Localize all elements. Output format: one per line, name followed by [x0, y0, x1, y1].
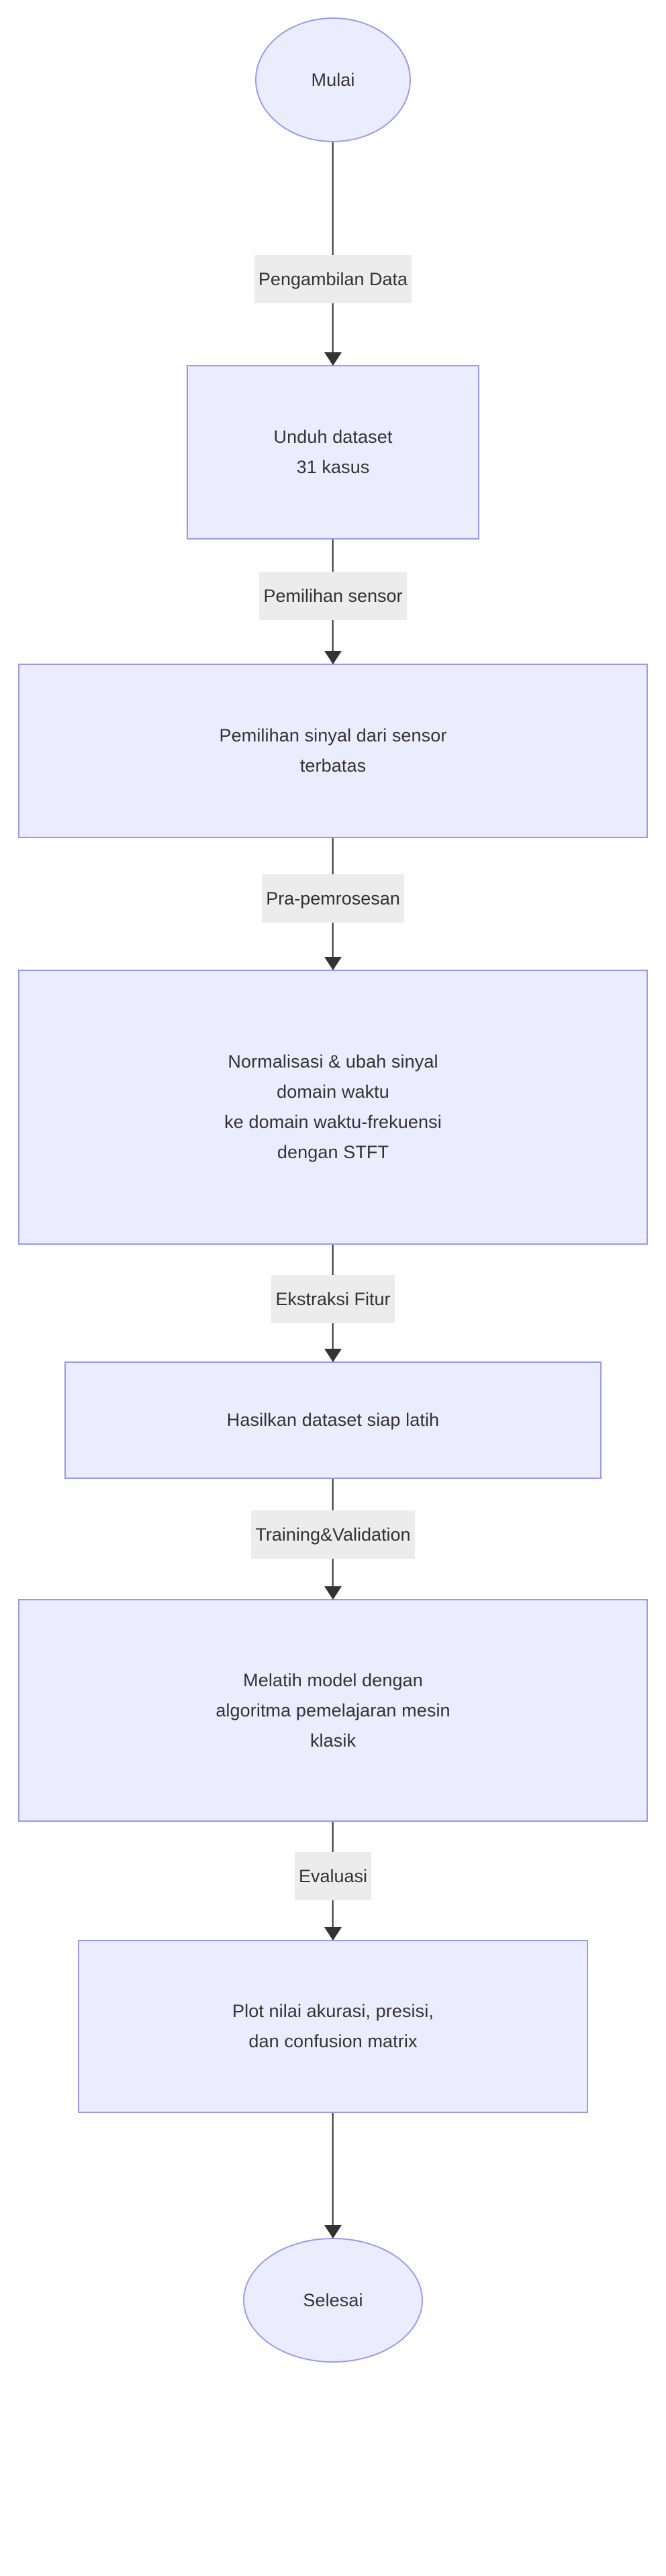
edge-label-ekstraksi-fitur: Ekstraksi Fitur	[271, 1275, 395, 1323]
arrow-head-icon	[324, 1927, 342, 1941]
edge-sensor-to-stft: Pra-pemrosesan	[0, 838, 666, 970]
node-unduh-dataset[interactable]: Unduh dataset 31 kasus	[187, 365, 479, 539]
node-stft-line-1: domain waktu	[277, 1082, 389, 1102]
node-hasil-line-0: Hasilkan dataset siap latih	[226, 1410, 440, 1430]
arrow-head-icon	[324, 352, 342, 366]
node-plot-line-0: Plot nilai akurasi, presisi,	[232, 2001, 434, 2021]
node-stft-line-0: Normalisasi & ubah sinyal	[228, 1051, 438, 1072]
edge-line	[332, 2113, 334, 2238]
node-melatih-line-0: Melatih model dengan	[243, 1669, 423, 1690]
arrow-head-icon	[324, 651, 342, 664]
node-plot-line-1: dan confusion matrix	[248, 2031, 418, 2051]
edge-melatih-to-plot: Evaluasi	[0, 1822, 666, 1941]
edge-line	[332, 142, 334, 365]
node-melatih-line-2: klasik	[310, 1730, 356, 1751]
edge-label-pengambilan-data: Pengambilan Data	[254, 255, 412, 303]
node-pemilihan-sinyal[interactable]: Pemilihan sinyal dari sensor terbatas	[18, 664, 648, 838]
edge-hasil-to-melatih: Training&Validation	[0, 1479, 666, 1600]
edge-label-pra-pemrosesan: Pra-pemrosesan	[262, 874, 404, 923]
edge-plot-to-end	[0, 2113, 666, 2238]
node-stft-line-2: ke domain waktu-frekuensi	[224, 1112, 442, 1132]
node-start[interactable]: Mulai	[255, 17, 411, 142]
node-sensor-line-1: terbatas	[299, 756, 367, 776]
edge-unduh-to-sensor: Pemilihan sensor	[0, 539, 666, 664]
node-start-line-0: Mulai	[311, 69, 355, 90]
edge-start-to-unduh: Pengambilan Data	[0, 142, 666, 366]
top-spacer	[333, 0, 334, 17]
node-melatih-model[interactable]: Melatih model dengan algoritma pemelajar…	[18, 1599, 648, 1822]
node-normalisasi-stft[interactable]: Normalisasi & ubah sinyal domain waktu k…	[18, 970, 648, 1245]
arrow-head-icon	[324, 957, 342, 970]
edge-label-pemilihan-sensor: Pemilihan sensor	[259, 571, 407, 620]
node-unduh-line-1: 31 kasus	[296, 457, 370, 477]
arrow-head-icon	[324, 1586, 342, 1600]
node-end-line-0: Selesai	[303, 2289, 363, 2310]
edge-label-evaluasi: Evaluasi	[294, 1852, 372, 1900]
arrow-head-icon	[324, 2225, 342, 2238]
node-plot-metrik[interactable]: Plot nilai akurasi, presisi, dan confusi…	[78, 1940, 588, 2113]
node-sensor-line-0: Pemilihan sinyal dari sensor	[219, 725, 447, 745]
arrow-head-icon	[324, 1349, 342, 1362]
node-hasilkan-dataset[interactable]: Hasilkan dataset siap latih	[64, 1361, 602, 1479]
node-unduh-line-0: Unduh dataset	[273, 427, 393, 447]
node-stft-line-3: dengan STFT	[277, 1142, 389, 1162]
node-melatih-line-1: algoritma pemelajaran mesin	[216, 1700, 450, 1720]
node-end[interactable]: Selesai	[243, 2238, 423, 2363]
edge-stft-to-hasil: Ekstraksi Fitur	[0, 1245, 666, 1362]
edge-label-training-validation: Training&Validation	[251, 1510, 415, 1559]
